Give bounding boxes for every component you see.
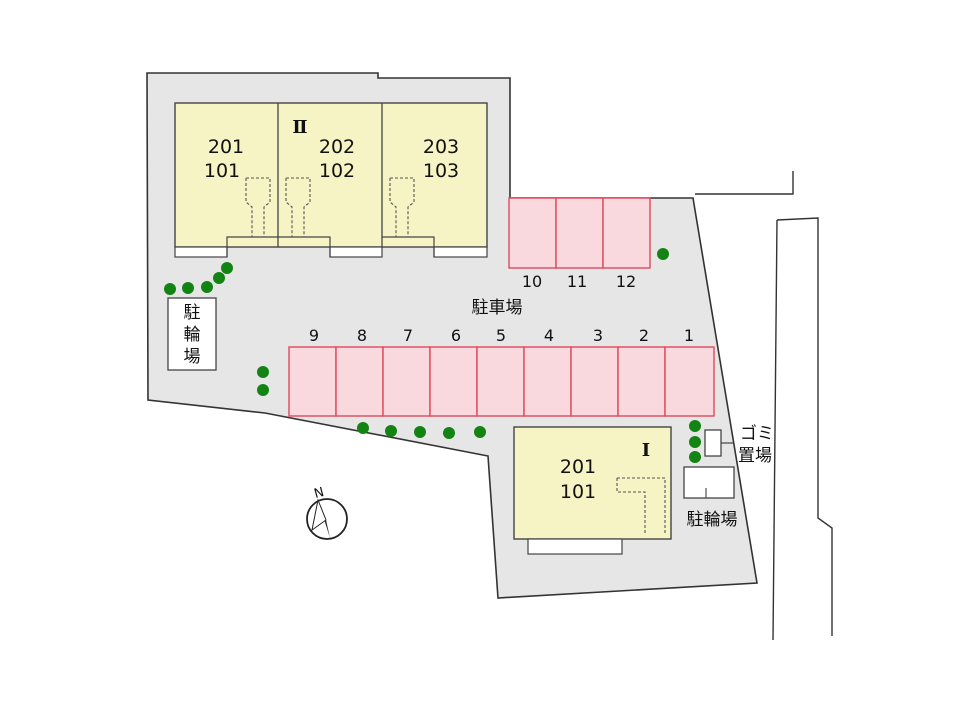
parking-number-4: 4 (544, 326, 554, 345)
bicycle-parking-left-char: 駐 (184, 303, 201, 323)
street-line (772, 219, 778, 641)
trees (164, 248, 701, 463)
balcony (433, 246, 488, 258)
parking-space-3 (570, 346, 619, 417)
unit-number-103: 103 (423, 160, 459, 182)
bicycle-parking-right: 駐輪場 (683, 466, 738, 530)
parking-space-4 (523, 346, 572, 417)
tree (474, 426, 486, 438)
parking-space-11 (555, 197, 604, 269)
entrance-notch (226, 236, 278, 257)
entrance-notch (278, 236, 331, 257)
garbage-area-label: 置場 (738, 446, 772, 466)
tree (257, 384, 269, 396)
garbage-area: ゴミ 置場 (704, 423, 774, 466)
parking-space-1 (664, 346, 715, 417)
parking-number-7: 7 (403, 326, 413, 345)
tree (257, 366, 269, 378)
entrance-notch (382, 236, 435, 257)
tree (357, 422, 369, 434)
tree (182, 282, 194, 294)
parking-label: 駐車場 (472, 298, 523, 318)
garbage-area-box (704, 429, 722, 457)
tree (221, 262, 233, 274)
stair-outline (389, 178, 397, 237)
parking-space-2 (617, 346, 666, 417)
balcony (329, 246, 383, 258)
bicycle-parking-left: 駐 輪 場 (167, 297, 217, 371)
compass-north-label: N (312, 485, 325, 502)
parking-number-11: 11 (567, 272, 587, 291)
stair-outline (616, 478, 646, 533)
parking-number-9: 9 (309, 326, 319, 345)
parking-number-12: 12 (616, 272, 636, 291)
parking-space-9 (288, 346, 337, 417)
tree (414, 426, 426, 438)
building-1: Ⅰ 201 101 (513, 426, 672, 555)
stair-outline (245, 178, 253, 237)
bicycle-parking-left-box (167, 297, 217, 371)
tree (689, 420, 701, 432)
unit-number-101: 101 (204, 160, 240, 182)
parking-space-8 (335, 346, 384, 417)
building-2-mark: Ⅱ (292, 117, 307, 138)
parking-space-7 (382, 346, 431, 417)
stair-outline (390, 177, 415, 237)
parking-number-1: 1 (684, 326, 694, 345)
parking-space-10 (508, 197, 557, 269)
tree (164, 283, 176, 295)
tree (213, 272, 225, 284)
tree (689, 451, 701, 463)
parking-number-3: 3 (593, 326, 603, 345)
stair-outline (246, 177, 271, 237)
tree (657, 248, 669, 260)
stair-outline (617, 477, 666, 533)
stair-outline (285, 178, 293, 237)
parking-row-lower: 9 8 7 6 5 4 3 2 1 (288, 326, 715, 417)
tree (689, 436, 701, 448)
street-edge-line (695, 171, 794, 195)
tree (443, 427, 455, 439)
balcony (527, 538, 623, 555)
unit-number-201: 201 (208, 136, 244, 158)
bicycle-parking-left-char: 場 (184, 347, 201, 367)
north-compass: N (306, 485, 348, 540)
street-boundary-line (776, 217, 833, 636)
unit-number-203: 203 (423, 136, 459, 158)
bicycle-parking-right-label: 駐輪場 (687, 510, 738, 530)
parking-space-6 (429, 346, 478, 417)
tree (201, 281, 213, 293)
bicycle-parking-left-char: 輪 (184, 325, 201, 345)
parking-number-6: 6 (451, 326, 461, 345)
balcony (174, 246, 228, 258)
parking-number-10: 10 (522, 272, 542, 291)
compass-ring (306, 498, 348, 540)
unit-number-201: 201 (560, 456, 596, 478)
building-2-footprint (174, 102, 488, 248)
bicycle-parking-right-box (683, 466, 735, 499)
unit-number-202: 202 (319, 136, 355, 158)
parking-number-5: 5 (496, 326, 506, 345)
garbage-area-label: ゴミ (740, 423, 774, 444)
parking-number-2: 2 (639, 326, 649, 345)
stair-outline (286, 177, 311, 237)
parking-number-8: 8 (357, 326, 367, 345)
parking-row-upper: 10 11 12 (508, 197, 651, 291)
compass-needle-icon (311, 498, 327, 532)
tree (385, 425, 397, 437)
building-2: Ⅱ 201 101 202 102 203 103 (174, 102, 488, 258)
unit-number-102: 102 (319, 160, 355, 182)
parking-space-5 (476, 346, 525, 417)
parking-space-12 (602, 197, 651, 269)
unit-number-101: 101 (560, 481, 596, 503)
building-1-mark: Ⅰ (642, 440, 650, 461)
